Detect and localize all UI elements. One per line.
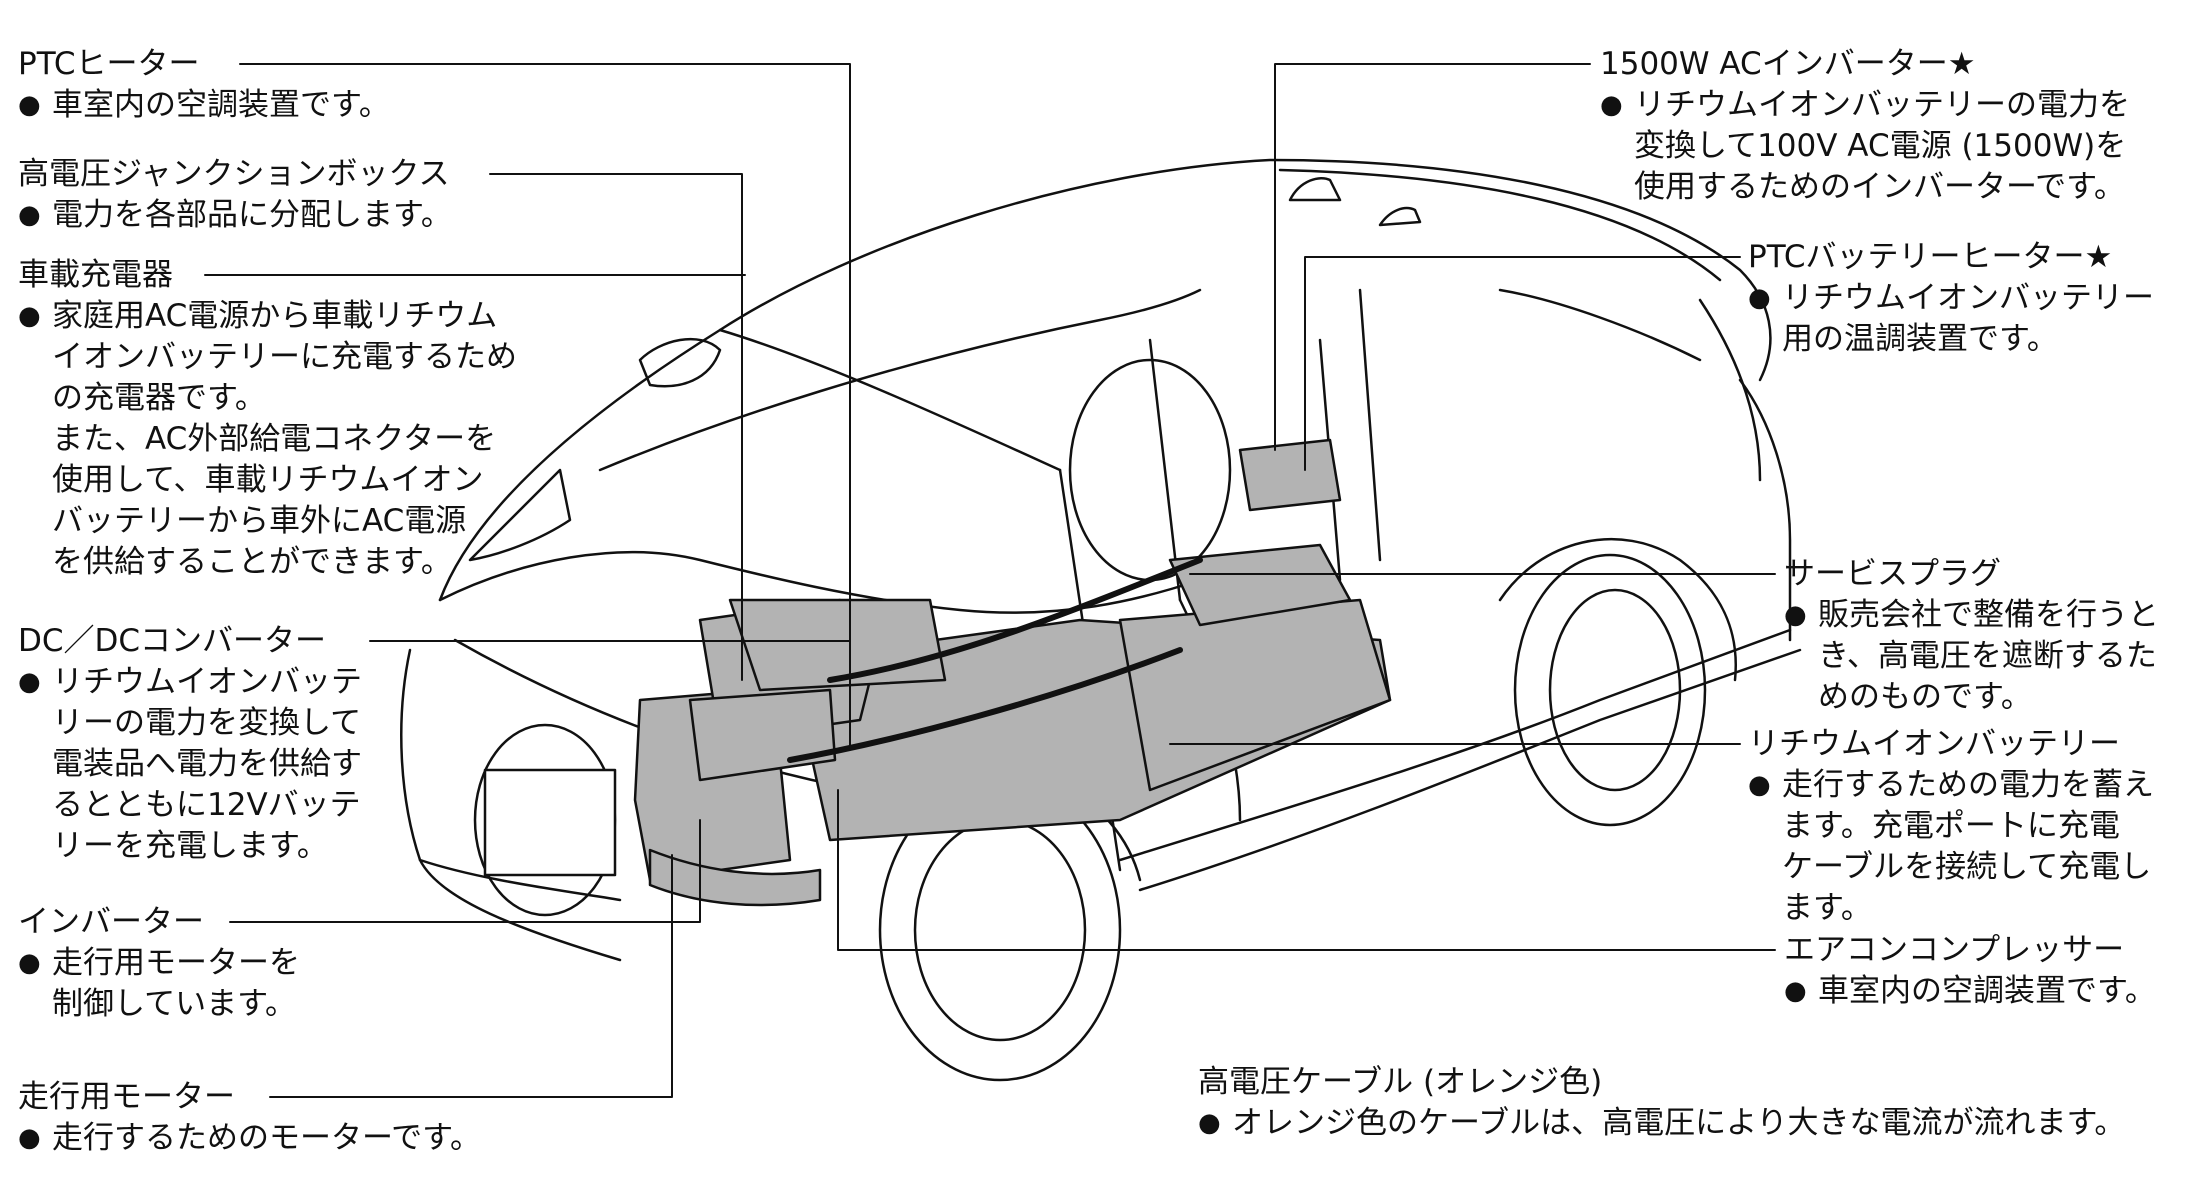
label-junction-box: 高電圧ジャンクションボックス: [18, 156, 450, 192]
hv-components: [633, 438, 1392, 907]
label-ptc-heater: PTCヒーター: [18, 46, 200, 82]
label-service-plug: サービスプラグ: [1784, 556, 2001, 592]
label-inverter: インバーター: [18, 904, 204, 940]
desc-ac-inverter: リチウムイオンバッテリーの電力を 変換して100V AC電源 (1500W)を …: [1600, 85, 2130, 208]
callout-motor: 走行用モーター 走行するためのモーターです。: [18, 1077, 481, 1159]
desc-motor: 走行するためのモーターです。: [18, 1118, 481, 1159]
label-onboard-charger: 車載充電器: [18, 257, 173, 293]
label-ac-compressor: エアコンコンプレッサー: [1784, 932, 2125, 968]
desc-li-battery: 走行するための電力を蓄え ます。充電ポートに充電 ケーブルを接続して充電し ます…: [1748, 765, 2154, 929]
callout-ptc-heater: PTCヒーター 車室内の空調装置です。: [18, 44, 390, 126]
desc-onboard-charger: 家庭用AC電源から車載リチウム イオンバッテリーに充電するため の充電器です。 …: [18, 296, 517, 583]
callout-dcdc-converter: DC／DCコンバーター リチウムイオンバッテ リーの電力を変換して 電装品へ電力…: [18, 621, 362, 867]
label-li-battery: リチウムイオンバッテリー: [1748, 726, 2120, 762]
label-hv-cable: 高電圧ケーブル (オレンジ色): [1198, 1064, 1603, 1100]
desc-service-plug: 販売会社で整備を行うと き、高電圧を遮断するた めのものです。: [1784, 595, 2159, 718]
leader-lines: [204, 63, 1776, 1098]
callout-junction-box: 高電圧ジャンクションボックス 電力を各部品に分配します。: [18, 154, 452, 236]
desc-ac-compressor: 車室内の空調装置です。: [1784, 971, 2156, 1012]
callout-inverter: インバーター 走行用モーターを 制御しています。: [18, 902, 300, 1025]
callout-ac-inverter: 1500W ACインバーター★ リチウムイオンバッテリーの電力を 変換して100…: [1600, 44, 2130, 208]
car-body: [400, 158, 1802, 1082]
desc-dcdc-converter: リチウムイオンバッテ リーの電力を変換して 電装品へ電力を供給す るとともに12…: [18, 662, 362, 867]
desc-inverter: 走行用モーターを 制御しています。: [18, 943, 300, 1025]
callout-onboard-charger: 車載充電器 家庭用AC電源から車載リチウム イオンバッテリーに充電するため の充…: [18, 255, 517, 583]
callout-hv-cable: 高電圧ケーブル (オレンジ色) オレンジ色のケーブルは、高電圧により大きな電流が…: [1198, 1062, 2125, 1144]
callout-service-plug: サービスプラグ 販売会社で整備を行うと き、高電圧を遮断するた めのものです。: [1784, 554, 2159, 718]
label-dcdc-converter: DC／DCコンバーター: [18, 623, 327, 659]
label-motor: 走行用モーター: [18, 1079, 235, 1115]
callout-ac-compressor: エアコンコンプレッサー 車室内の空調装置です。: [1784, 930, 2156, 1012]
label-ac-inverter: 1500W ACインバーター★: [1600, 46, 1976, 82]
desc-hv-cable: オレンジ色のケーブルは、高電圧により大きな電流が流れます。: [1198, 1103, 2125, 1144]
callout-ptc-battery-heater: PTCバッテリーヒーター★ リチウムイオンバッテリー 用の温調装置です。: [1748, 237, 2154, 360]
label-ptc-battery-heater: PTCバッテリーヒーター★: [1748, 239, 2113, 275]
callout-li-battery: リチウムイオンバッテリー 走行するための電力を蓄え ます。充電ポートに充電 ケー…: [1748, 724, 2154, 929]
desc-ptc-battery-heater: リチウムイオンバッテリー 用の温調装置です。: [1748, 278, 2154, 360]
desc-junction-box: 電力を各部品に分配します。: [18, 195, 452, 236]
desc-ptc-heater: 車室内の空調装置です。: [18, 85, 390, 126]
